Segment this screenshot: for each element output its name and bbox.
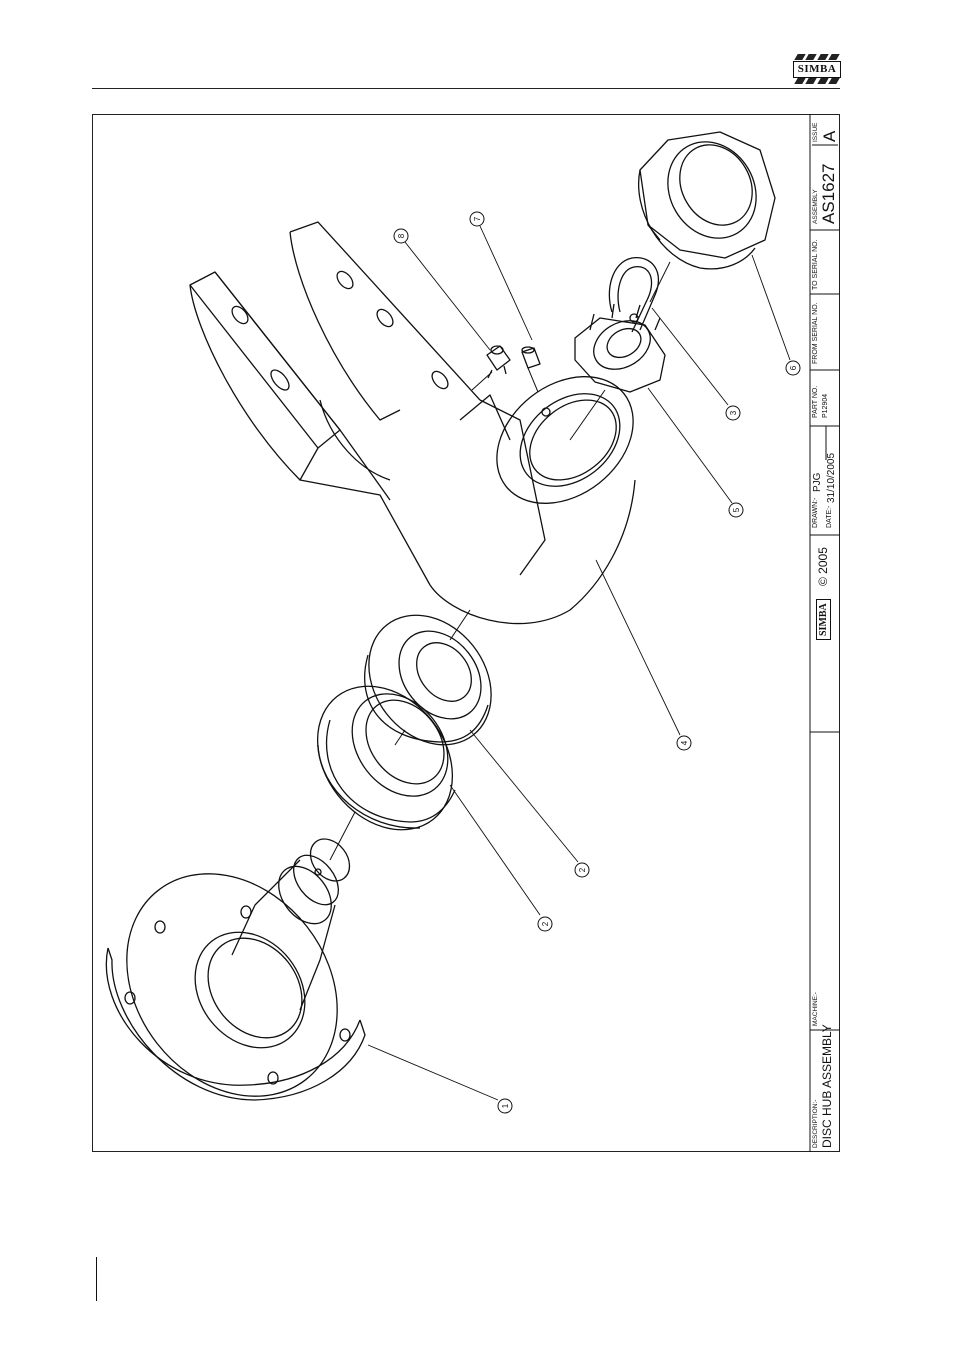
issue-value: A bbox=[820, 131, 840, 142]
balloon-4: 4 bbox=[677, 736, 691, 750]
part-no-value: P12904 bbox=[822, 394, 829, 418]
svg-text:7: 7 bbox=[473, 216, 482, 221]
balloon-5: 5 bbox=[729, 503, 743, 517]
description-label: DESCRIPTION:- bbox=[812, 1100, 819, 1148]
machine-label: MACHINE:- bbox=[812, 992, 819, 1026]
issue-label: ISSUE bbox=[812, 122, 819, 142]
copyright-logo: SIMBA bbox=[816, 599, 831, 640]
balloon-8: 8 bbox=[394, 229, 408, 243]
date-value: 31/10/2005 bbox=[826, 453, 837, 503]
balloon-2b: 2 bbox=[575, 863, 589, 877]
balloon-7: 7 bbox=[470, 212, 484, 226]
svg-text:2: 2 bbox=[541, 921, 550, 926]
part-6-hub-cap bbox=[639, 126, 775, 269]
svg-text:3: 3 bbox=[729, 410, 738, 415]
part-2-bearing-cup bbox=[344, 591, 517, 769]
part-2-bearing-seal bbox=[290, 660, 481, 857]
part-5-castle-nut bbox=[575, 304, 665, 392]
svg-text:4: 4 bbox=[680, 740, 689, 745]
description-value: DISC HUB ASSEMBLY bbox=[820, 1024, 834, 1148]
svg-text:1: 1 bbox=[501, 1103, 510, 1108]
to-serial-label: TO SERIAL NO. bbox=[812, 239, 819, 290]
part-1-stub-axle bbox=[83, 831, 380, 1138]
svg-text:2: 2 bbox=[578, 867, 587, 872]
leader-lines bbox=[368, 226, 790, 1100]
svg-text:5: 5 bbox=[732, 507, 741, 512]
date-label: DATE:- bbox=[826, 506, 833, 528]
svg-text:8: 8 bbox=[397, 233, 406, 238]
copyright-year: © 2005 bbox=[816, 547, 830, 586]
assembly-axis-lines bbox=[330, 262, 670, 860]
from-serial-label: FROM SERIAL NO. bbox=[812, 302, 819, 364]
balloon-2a: 2 bbox=[538, 917, 552, 931]
assembly-label: ASSEMBLY bbox=[812, 189, 819, 224]
svg-text:6: 6 bbox=[789, 365, 798, 370]
part-7-plug bbox=[522, 347, 540, 368]
balloon-6: 6 bbox=[786, 361, 800, 375]
drawn-by: PJG bbox=[812, 473, 823, 492]
part-4-hub-casting bbox=[190, 222, 658, 624]
balloon-3: 3 bbox=[726, 406, 740, 420]
page-margin-bar bbox=[96, 1257, 97, 1301]
part-no-label: PART NO. bbox=[812, 386, 819, 418]
assembly-number: AS1627 bbox=[819, 164, 839, 225]
drawn-label: DRAWN:- bbox=[812, 498, 819, 528]
balloon-1: 1 bbox=[498, 1099, 512, 1113]
